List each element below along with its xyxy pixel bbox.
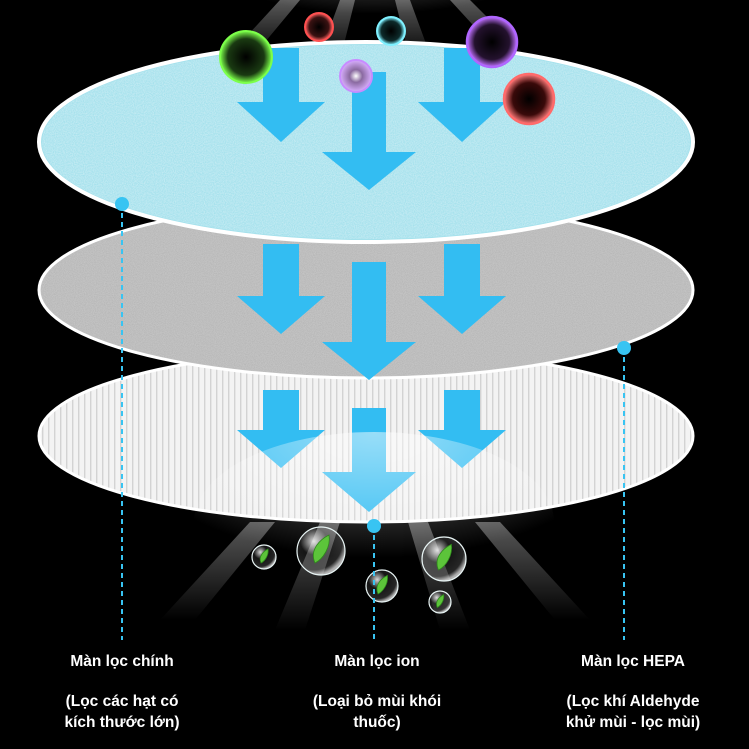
arrow-down-icon	[237, 48, 325, 142]
label-desc-line2: kích thước lớn)	[64, 714, 180, 731]
label-desc-line2: thuốc)	[353, 714, 401, 731]
arrow-down-icon	[322, 72, 416, 190]
leader-dot	[115, 197, 129, 211]
leaf-bubble-icon	[251, 544, 277, 570]
label-ion-filter: Màn lọc ion (Loại bỏ mùi khói thuốc)	[272, 651, 482, 733]
cyan-particle-icon	[376, 16, 406, 46]
purple-particle-icon	[465, 15, 519, 69]
label-main-filter: Màn lọc chính (Lọc các hạt có kích thước…	[22, 651, 222, 733]
leader-dot	[367, 519, 381, 533]
leader-lines	[115, 197, 631, 640]
leaf-bubble-icon	[421, 536, 467, 582]
label-desc-line1: (Lọc khí Aldehyde	[566, 693, 700, 710]
label-title: Màn lọc HEPA	[581, 653, 685, 670]
violet-particle-icon	[339, 59, 373, 93]
leader-dot	[617, 341, 631, 355]
leaf-bubble-icon	[365, 569, 399, 603]
label-hepa-filter: Màn lọc HEPA (Lọc khí Aldehyde khử mùi -…	[528, 651, 738, 733]
red-particle-icon	[304, 12, 334, 42]
label-desc-line1: (Loại bỏ mùi khói	[312, 693, 442, 710]
arrow-down-icon	[237, 244, 325, 334]
pollutant-particles	[219, 12, 556, 126]
arrow-down-icon	[418, 244, 506, 334]
label-desc-line1: (Lọc các hạt có	[65, 693, 179, 710]
leaf-bubble-icon	[296, 526, 346, 576]
arrow-down-icon	[322, 262, 416, 380]
clean-air-bubbles	[251, 526, 467, 614]
arrow-down-icon	[418, 48, 506, 142]
leaf-bubble-icon	[428, 590, 452, 614]
green-particle-icon	[219, 30, 273, 84]
dark-red-particle-icon	[502, 72, 556, 126]
label-title: Màn lọc chính	[70, 653, 174, 670]
label-desc-line2: khử mùi - lọc mùi)	[565, 714, 701, 731]
label-title: Màn lọc ion	[334, 653, 420, 670]
